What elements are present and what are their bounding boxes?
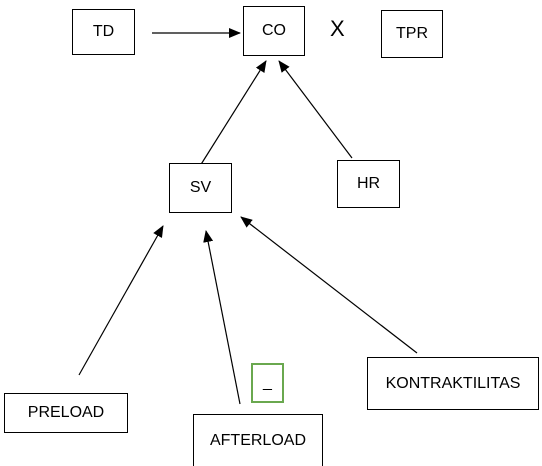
afterload-minus-sign: _ xyxy=(251,363,284,403)
arrow-afterload-to-sv xyxy=(203,230,241,405)
node-co-label: CO xyxy=(262,22,286,39)
node-tpr-label: TPR xyxy=(396,25,428,42)
node-preload: PRELOAD xyxy=(4,393,128,433)
node-tpr: TPR xyxy=(381,10,443,58)
node-sv: SV xyxy=(169,163,232,213)
afterload-sign-label: _ xyxy=(263,374,272,391)
node-afterload-label: AFTERLOAD xyxy=(209,431,306,449)
node-preload-label: PRELOAD xyxy=(27,404,105,421)
node-td-label: TD xyxy=(92,23,115,40)
node-td: TD xyxy=(72,9,135,55)
node-kontraktilitas: KONTRAKTILITAS xyxy=(367,357,539,410)
arrow-kontraktilitas-to-sv xyxy=(240,216,418,354)
node-hr: HR xyxy=(337,160,400,208)
arrow-sv-to-co xyxy=(199,60,267,167)
node-kontraktilitas-label: KONTRAKTILITAS xyxy=(385,374,521,392)
multiply-operator: X xyxy=(330,16,345,41)
node-co: CO xyxy=(243,6,305,56)
node-hr-label: HR xyxy=(356,175,381,192)
arrow-preload-to-sv xyxy=(78,225,164,376)
arrow-hr-to-co xyxy=(278,60,353,159)
node-sv-label: SV xyxy=(189,179,212,196)
node-afterload: AFTERLOAD xyxy=(193,414,323,466)
